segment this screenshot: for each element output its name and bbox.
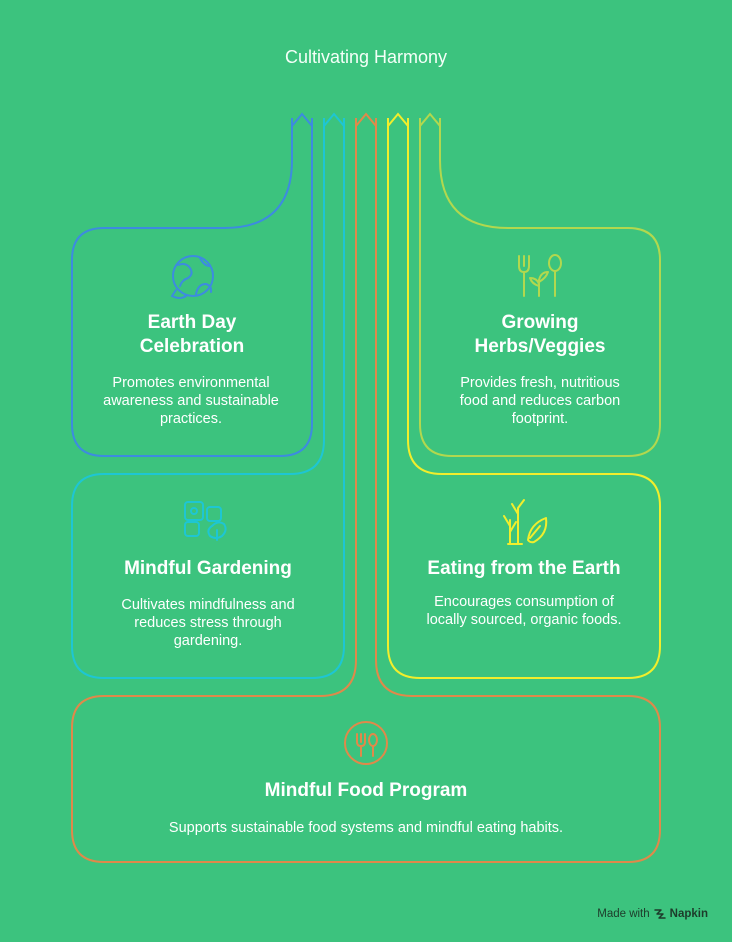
flower-plants-icon bbox=[184, 501, 227, 541]
earth-day-outline bbox=[71, 118, 313, 457]
napkin-logo-icon bbox=[653, 909, 666, 919]
eating-earth-title: Eating from the Earth bbox=[427, 558, 621, 579]
fork-spoon-sprout-icon bbox=[518, 254, 562, 297]
growing-herbs-outline bbox=[419, 118, 661, 457]
growing-herbs-description: Provides fresh, nutritious food and redu… bbox=[459, 375, 621, 427]
cyan-arrow-icon bbox=[323, 112, 345, 130]
diagram-title: Cultivating Harmony bbox=[284, 47, 448, 67]
fork-spoon-circle-icon bbox=[344, 721, 388, 765]
lime-arrow-icon bbox=[419, 112, 441, 130]
blue-arrow-icon bbox=[291, 112, 313, 130]
mindful-gardening-outline bbox=[71, 118, 345, 679]
mindful-gardening-title: Mindful Gardening bbox=[124, 558, 292, 579]
mindful-food-title: Mindful Food Program bbox=[264, 780, 468, 801]
vegetables-icon bbox=[503, 499, 548, 545]
eating-earth-outline bbox=[387, 118, 661, 679]
earth-day-description: Promotes environmental awareness and sus… bbox=[103, 375, 279, 427]
growing-herbs-title: Growing Herbs/Veggies bbox=[474, 312, 606, 357]
yellow-arrow-icon bbox=[387, 112, 409, 130]
mindful-food-outline bbox=[71, 118, 661, 863]
made-with-label: Made with bbox=[597, 908, 650, 920]
mindful-food-description: Supports sustainable food systems and mi… bbox=[168, 820, 564, 836]
earth-day-title: Earth Day Celebration bbox=[139, 312, 245, 357]
napkin-brand-label: Napkin bbox=[669, 908, 708, 920]
earth-globe-icon bbox=[171, 255, 214, 299]
mindful-gardening-description: Cultivates mindfulness and reduces stres… bbox=[121, 597, 295, 649]
orange-arrow-icon bbox=[355, 112, 377, 130]
eating-earth-description: Encourages consumption of locally source… bbox=[426, 594, 622, 628]
made-with-napkin-badge[interactable]: Made with Napkin bbox=[597, 908, 708, 920]
